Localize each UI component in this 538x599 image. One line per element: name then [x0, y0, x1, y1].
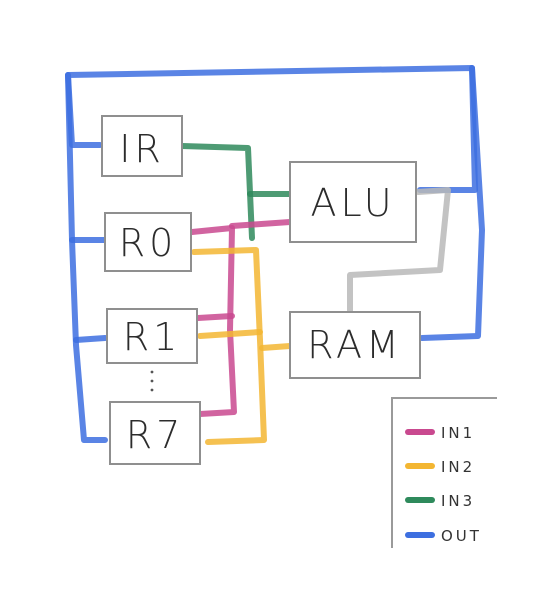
legend-item-out: OUT: [405, 527, 482, 545]
legend-label-out: OUT: [441, 527, 482, 545]
block-ram-label: RAM: [307, 323, 403, 367]
legend: IN1 IN2 IN3 OUT: [391, 397, 497, 548]
out-wire-r1: [73, 335, 108, 343]
block-alu-label: ALU: [310, 181, 395, 225]
in3-wire: [179, 143, 255, 241]
legend-item-in1: IN1: [405, 424, 475, 442]
ellipsis-dots: [150, 370, 154, 392]
in2-wire: [191, 247, 267, 445]
legend-label-in3: IN3: [441, 492, 475, 510]
out-bus: [65, 65, 485, 443]
in1-wire-r1: [195, 313, 235, 321]
block-r0: R0: [104, 212, 192, 272]
block-r1-label: R1: [123, 315, 182, 359]
legend-label-in2: IN2: [441, 458, 475, 476]
block-r7: R7: [109, 401, 201, 465]
block-ram: RAM: [289, 311, 421, 379]
legend-item-in2: IN2: [405, 458, 475, 476]
alu-ram-link: [347, 187, 451, 315]
block-ir-label: IR: [119, 127, 165, 171]
out-wire-left-rail: [65, 72, 108, 443]
out-wire-loop: [65, 65, 478, 193]
in1-bus: [189, 219, 293, 417]
block-r7-label: R7: [126, 413, 185, 457]
in1-wire-alu: [229, 219, 293, 229]
legend-item-in3: IN3: [405, 492, 475, 510]
in2-wire-ram: [259, 343, 293, 351]
in1-wire-r0: [189, 225, 237, 417]
legend-frame: [391, 397, 497, 548]
out-wire-ram: [419, 65, 485, 341]
block-r0-label: R0: [119, 221, 178, 265]
block-ir: IR: [101, 115, 183, 177]
in2-wire-r1: [197, 329, 263, 339]
in3-bus: [179, 143, 293, 241]
in2-bus: [191, 247, 293, 445]
legend-label-in1: IN1: [441, 424, 475, 442]
block-r1: R1: [106, 308, 198, 364]
block-alu: ALU: [289, 161, 417, 243]
